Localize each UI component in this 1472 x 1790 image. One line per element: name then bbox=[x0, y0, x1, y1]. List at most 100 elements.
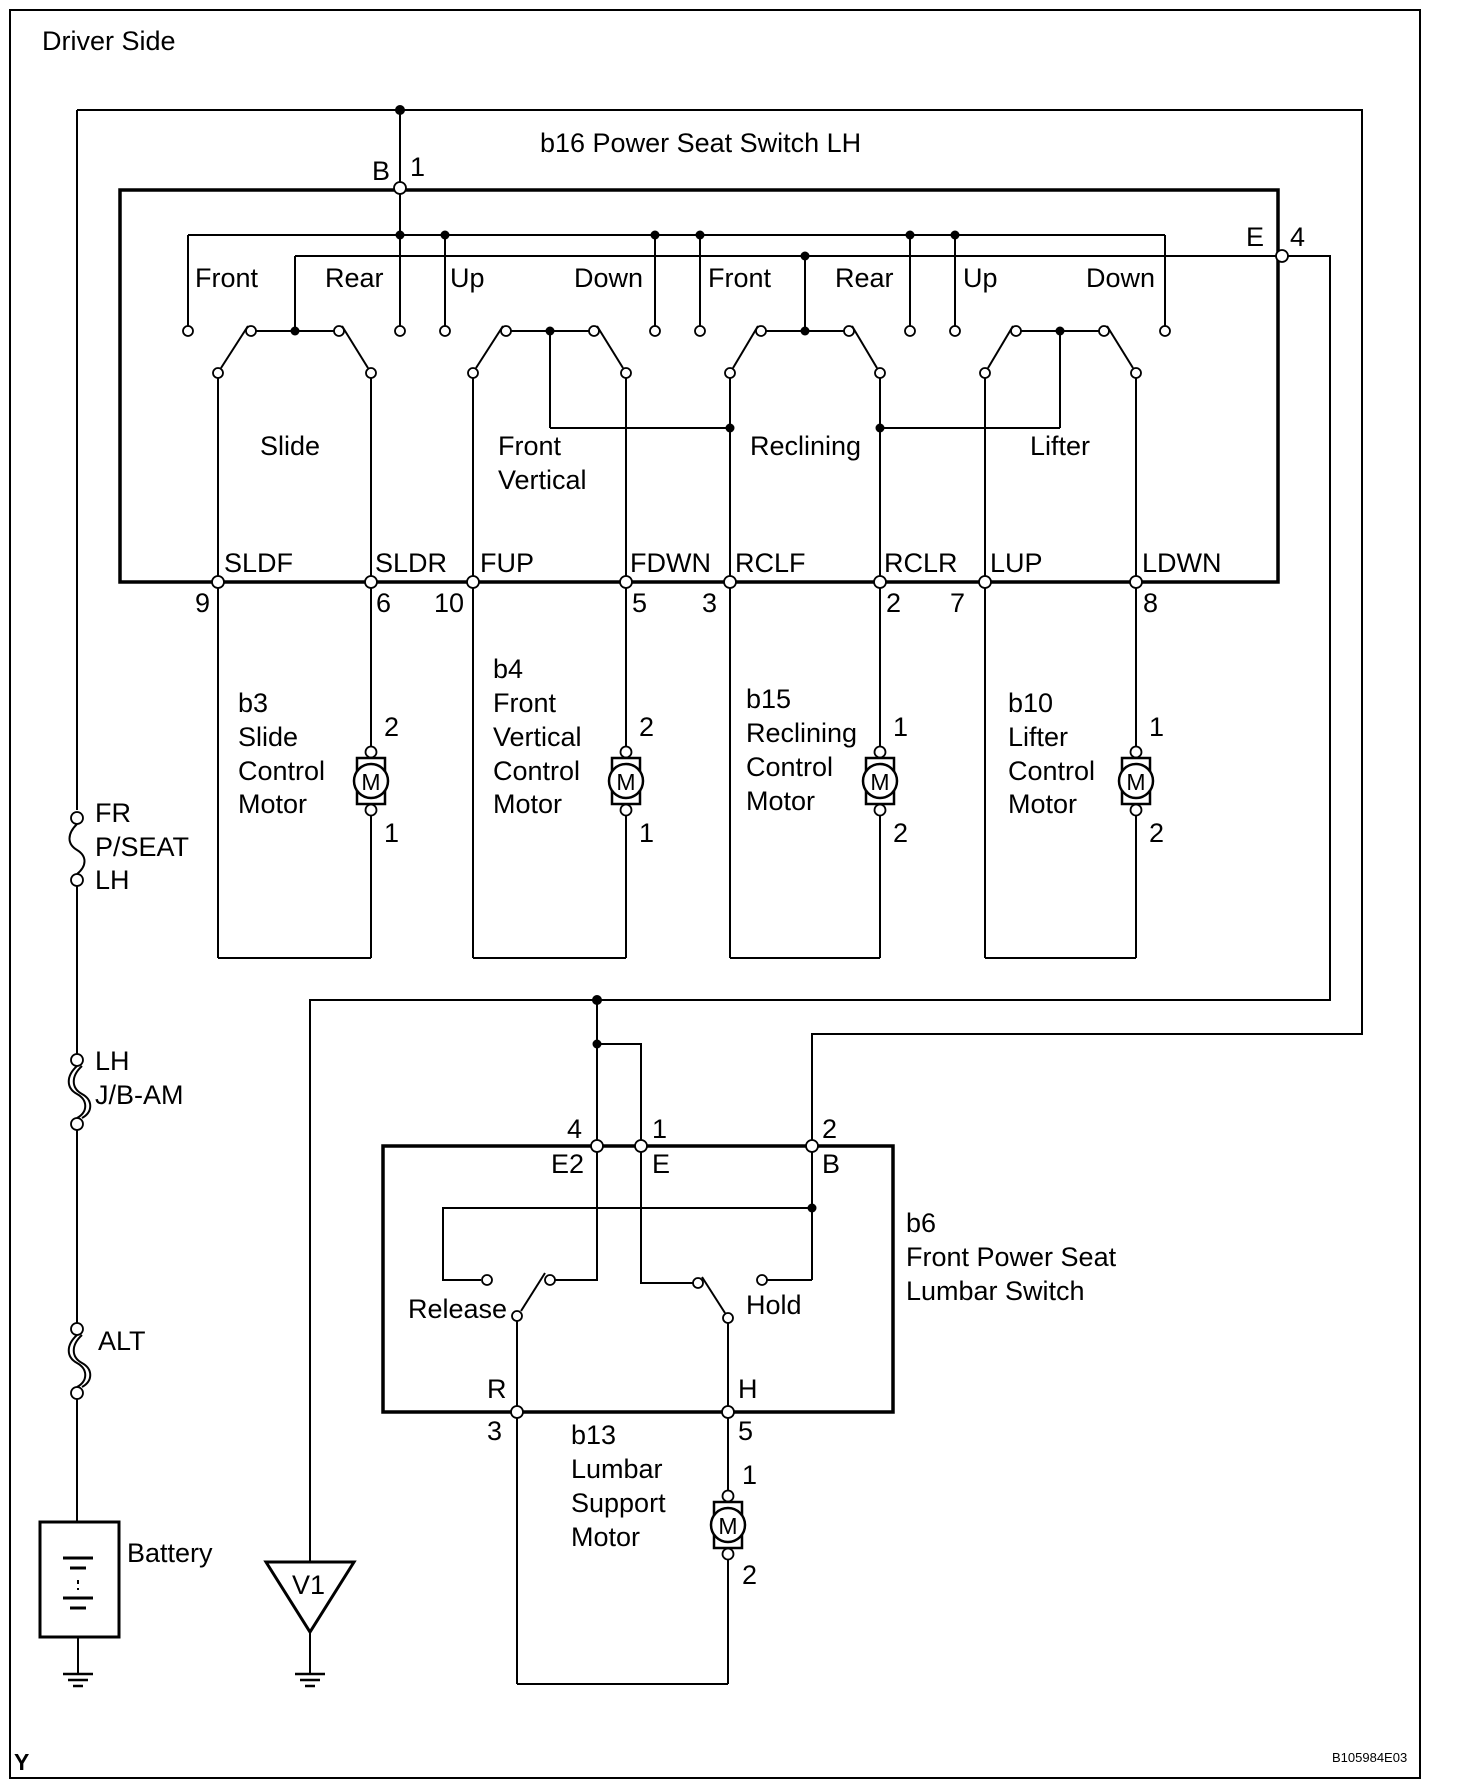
svg-text:Control: Control bbox=[238, 756, 325, 786]
terminal-label-fdwn: FDWN bbox=[630, 548, 711, 578]
terminal-label-rclf: RCLF bbox=[735, 548, 806, 578]
motor-b15-pin-bottom bbox=[873, 803, 887, 817]
lumbar-motor-label-2: Lumbar bbox=[571, 1454, 663, 1484]
motor-b10-pin-bottom bbox=[1129, 803, 1143, 817]
motor-b15-label: b15 Reclining Control Motor bbox=[746, 684, 857, 816]
outer-frame bbox=[9, 9, 1421, 1779]
motor-b10-label: b10 Lifter Control Motor bbox=[1008, 688, 1095, 819]
terminal-num-lup: 7 bbox=[950, 588, 965, 618]
group-lifter: Lifter bbox=[1030, 431, 1090, 461]
terminal-label-fup: FUP bbox=[480, 548, 534, 578]
lumbar-motor-label-3: Support bbox=[571, 1488, 666, 1518]
motor-b15: M 1 2 bbox=[729, 588, 908, 959]
b6-name-2: Front Power Seat bbox=[906, 1242, 1117, 1272]
b6-pin-r-label: R bbox=[487, 1374, 507, 1404]
svg-text:Control: Control bbox=[493, 756, 580, 786]
contact-terminal bbox=[904, 325, 916, 337]
b6-pin-b-num: 2 bbox=[822, 1114, 837, 1144]
motor-b3-pin-bottom bbox=[364, 803, 378, 817]
b6-release-label: Release bbox=[408, 1294, 507, 1324]
group-reclining: Reclining bbox=[750, 431, 861, 461]
motor-icon bbox=[1117, 762, 1155, 800]
svg-text:Motor: Motor bbox=[238, 789, 307, 819]
motor-b10-pin-bottom-num: 2 bbox=[1149, 818, 1164, 848]
motor-b3-symbol: M bbox=[361, 769, 380, 795]
motor-b15-pin-bottom-num: 2 bbox=[893, 818, 908, 848]
motor-b3: M 2 1 bbox=[217, 588, 399, 959]
motor-b10-pin-top bbox=[1129, 745, 1143, 759]
motor-icon bbox=[607, 762, 645, 800]
b6-pin-r-num: 3 bbox=[487, 1416, 502, 1446]
terminal-label-sldr: SLDR bbox=[375, 548, 447, 578]
b16-pin-e-num: 4 bbox=[1290, 222, 1305, 252]
group-front-vertical-2: Vertical bbox=[498, 465, 587, 495]
terminal-label-rclr: RCLR bbox=[884, 548, 958, 578]
contact-terminal bbox=[649, 325, 661, 337]
b6-hold-label: Hold bbox=[746, 1290, 802, 1320]
fuse-lh-jb-am bbox=[67, 1053, 92, 1323]
motor-b4-label: b4 Front Vertical Control Motor bbox=[493, 654, 582, 819]
b6-pin-e2 bbox=[590, 1139, 604, 1153]
terminal-sldf bbox=[211, 575, 225, 589]
b6-name-1: b6 bbox=[906, 1208, 936, 1238]
svg-text:Motor: Motor bbox=[493, 789, 562, 819]
contact-slide-rear: Rear bbox=[325, 263, 384, 293]
svg-text:Motor: Motor bbox=[1008, 789, 1077, 819]
svg-text:b15: b15 bbox=[746, 684, 791, 714]
motor-b10: M12 bbox=[984, 588, 1164, 959]
contact-terminal bbox=[394, 325, 406, 337]
b16-pin-b bbox=[393, 181, 407, 195]
power-wiring bbox=[76, 105, 1363, 1140]
contact-lift-down: Down bbox=[1086, 263, 1155, 293]
b6-pin-e-num: 1 bbox=[652, 1114, 667, 1144]
terminal-num-ldwn: 8 bbox=[1143, 588, 1158, 618]
switch-contact-groups bbox=[182, 325, 1171, 581]
group-front-vertical-1: Front bbox=[498, 431, 562, 461]
fuse-lh-label-2: J/B-AM bbox=[95, 1080, 184, 1110]
b16-internal-b-bus bbox=[187, 194, 1166, 332]
terminal-label-sldf: SLDF bbox=[224, 548, 293, 578]
battery-symbol bbox=[38, 1520, 121, 1674]
motor-b10-symbol: M bbox=[1126, 769, 1145, 795]
b6-pin-h-label: H bbox=[738, 1374, 758, 1404]
motor-b3-pin-top-num: 2 bbox=[384, 712, 399, 742]
lumbar-motor-label-1: b13 bbox=[571, 1420, 616, 1450]
motor-b15-pin-top-num: 1 bbox=[893, 712, 908, 742]
contact-lift-up: Up bbox=[963, 263, 998, 293]
b6-pin-h bbox=[721, 1405, 735, 1419]
contact-terminal bbox=[694, 325, 706, 337]
terminal-num-fdwn: 5 bbox=[632, 588, 647, 618]
svg-text:b4: b4 bbox=[493, 654, 523, 684]
svg-text:Reclining: Reclining bbox=[746, 718, 857, 748]
lumbar-motor-b13 bbox=[516, 1418, 747, 1685]
motor-b15-pin-top bbox=[873, 745, 887, 759]
contact-terminal bbox=[1159, 325, 1171, 337]
group-slide: Slide bbox=[260, 431, 320, 461]
switch-group-lifter bbox=[979, 325, 1142, 581]
svg-text:Vertical: Vertical bbox=[493, 722, 582, 752]
lumbar-motor-pin-bottom: 2 bbox=[742, 1560, 757, 1590]
b6-pin-e-label: E bbox=[652, 1149, 670, 1179]
lumbar-motor-pin-top: 1 bbox=[742, 1460, 757, 1490]
motor-b4: M21 bbox=[472, 588, 654, 959]
motor-b4-pin-bottom bbox=[619, 803, 633, 817]
terminal-num-fup: 10 bbox=[434, 588, 464, 618]
page-title: Driver Side bbox=[42, 26, 176, 56]
b16-pin-e bbox=[1275, 249, 1289, 263]
svg-text:b3: b3 bbox=[238, 688, 268, 718]
b6-pin-b-label: B bbox=[822, 1149, 840, 1179]
diagram-id: B105984E03 bbox=[1332, 1750, 1407, 1765]
terminal-ldwn bbox=[1129, 575, 1143, 589]
motor-icon bbox=[861, 762, 899, 800]
lumbar-motor-label-4: Motor bbox=[571, 1522, 640, 1552]
b6-pin-e bbox=[634, 1139, 648, 1153]
motor-b15-symbol: M bbox=[870, 769, 889, 795]
contact-terminal bbox=[949, 325, 961, 337]
motor-icon bbox=[352, 762, 390, 800]
motor-b3-pin-bottom-num: 1 bbox=[384, 818, 399, 848]
terminal-num-sldf: 9 bbox=[195, 588, 210, 618]
fuse-alt-label: ALT bbox=[98, 1326, 146, 1356]
svg-text:Front: Front bbox=[493, 688, 557, 718]
switch-b16-box bbox=[118, 188, 1280, 584]
